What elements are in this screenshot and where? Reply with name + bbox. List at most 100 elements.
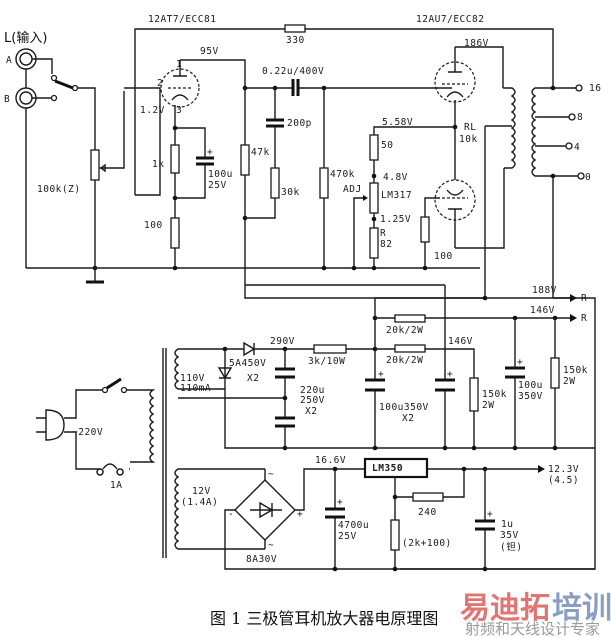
diode-icon — [217, 367, 233, 380]
lv-output-note: (4.5) — [548, 475, 579, 486]
polarity-plus: + — [517, 357, 523, 368]
bleeder-1-watt: 2W — [482, 400, 494, 411]
rail-146v-label: 146V — [530, 305, 555, 316]
wire — [175, 140, 206, 199]
lv-secondary-voltage: 12V — [192, 486, 211, 497]
input-title: L(输入) — [4, 30, 47, 46]
bleeder-2-watt: 2W — [563, 376, 575, 387]
ccs-adj-label: ADJ — [343, 184, 362, 195]
ccs-resistor-label: 50 — [381, 140, 393, 151]
ccs-resistor-r82 — [369, 227, 379, 259]
tube2-type: 12AU7/ECC82 — [416, 14, 484, 25]
tube1-triode-icon — [160, 60, 200, 108]
jack-a-label: A — [6, 55, 12, 66]
tube1-pin-plate: 1 — [176, 59, 182, 70]
junction-dot — [471, 445, 477, 451]
bypass-cap-voltage: 25V — [208, 180, 227, 191]
series-resistor-3k — [313, 344, 347, 354]
lv-ground-wire — [224, 509, 400, 570]
junction-dot — [371, 173, 377, 179]
wire — [295, 468, 365, 511]
bridge-minus: - — [228, 509, 234, 520]
volume-pot — [90, 149, 100, 181]
bleeder-2-label: 150k — [563, 365, 588, 376]
output-terminal-0[interactable] — [577, 172, 585, 180]
tube2-cathode-voltage: 5.58V — [382, 117, 413, 128]
power-switch[interactable] — [106, 377, 122, 390]
tube2-plate-voltage: 186V — [464, 38, 489, 49]
tap-label-8: 8 — [577, 112, 583, 123]
polarity-plus: + — [207, 147, 213, 158]
grid-stopper-100 — [420, 216, 430, 243]
hv-secondary-current: 110mA — [180, 383, 211, 394]
grid-stopper-label: 100 — [434, 251, 453, 262]
tap-label-16: 16 — [589, 83, 601, 94]
smoothing-capacitor-2 — [435, 378, 455, 392]
tube1-type: 12AT7/ECC81 — [148, 14, 216, 25]
power-switch-contact — [101, 386, 109, 394]
diode-label: 5A450V — [229, 358, 266, 369]
bridge-ac-2: ~ — [268, 540, 274, 551]
wire — [174, 105, 206, 145]
rail-resistor-b-label: 20k/2W — [386, 355, 423, 366]
wire — [535, 87, 578, 298]
rail-resistor-20k-b — [394, 344, 426, 353]
junction-dot — [371, 265, 377, 271]
fuse-label: 1A — [110, 480, 122, 491]
hv-secondary-winding — [174, 348, 285, 399]
bridge-plus: + — [297, 509, 303, 520]
tube1-plate-voltage: 95V — [200, 46, 219, 57]
comp-resistor-label: 30k — [281, 187, 300, 198]
output-terminal-4[interactable] — [565, 142, 573, 150]
adj-resistor-240 — [412, 492, 444, 502]
smoothing-cap-label: 100u350V — [379, 402, 429, 413]
rail-resistor-20k-a — [394, 314, 426, 323]
switch-contact — [71, 84, 79, 92]
cathode-resistor-label: 1k — [152, 159, 164, 170]
arrow-icon — [570, 314, 577, 322]
junction-dot — [172, 265, 178, 271]
lv-out-cap-label: 1u — [501, 519, 513, 530]
lv-out-cap-voltage: 35V — [500, 530, 519, 541]
lv-out-cap-type: (钽) — [500, 541, 522, 553]
r-top-label: 240 — [418, 507, 437, 518]
comp-resistor-30k — [270, 167, 280, 199]
watermark-blue: 培训 — [552, 591, 611, 626]
wire — [455, 168, 505, 249]
input-wires — [25, 58, 53, 268]
filter-capacitor-2 — [275, 416, 295, 428]
series-resistor-label: 3k/10W — [308, 356, 345, 367]
smoothing-capacitor-1 — [365, 378, 385, 392]
primary-winding — [64, 389, 156, 463]
junction-dot — [321, 265, 327, 271]
wire — [224, 349, 285, 449]
lm350-label: LM350 — [372, 463, 403, 474]
rail-146v-c-label: 146V — [448, 336, 473, 347]
output-terminal-16[interactable] — [575, 84, 583, 92]
arrow-icon — [570, 294, 577, 302]
jack-b-label: B — [4, 94, 10, 105]
bypass-cap-label: 100u — [208, 169, 233, 180]
cathode-lower-resistor-label: 100 — [144, 220, 163, 231]
wire — [64, 431, 130, 470]
wire — [455, 46, 504, 88]
hv-secondary-voltage: 110V — [180, 373, 205, 384]
ccs-node-voltage: 4.8V — [383, 172, 408, 183]
junction-dot — [422, 265, 428, 271]
tube1-cathode-voltage: 1.2V — [140, 105, 165, 116]
wire — [245, 198, 276, 219]
wire — [285, 348, 595, 449]
junction-dot — [172, 195, 178, 201]
wire — [373, 126, 456, 180]
bridge-ac-1: ~ — [268, 469, 274, 480]
plug-pins — [36, 417, 46, 433]
fuse-icon — [96, 463, 124, 476]
out-cap-label: 100u — [518, 380, 543, 391]
junction-dot — [282, 395, 288, 401]
cathode-resistor-1k — [170, 144, 180, 174]
load-label: RL — [464, 122, 476, 133]
load-value: 10k — [459, 134, 478, 145]
junction-dot — [392, 494, 398, 500]
output-terminal-8[interactable] — [568, 113, 576, 121]
output-capacitor-100u — [505, 366, 525, 379]
